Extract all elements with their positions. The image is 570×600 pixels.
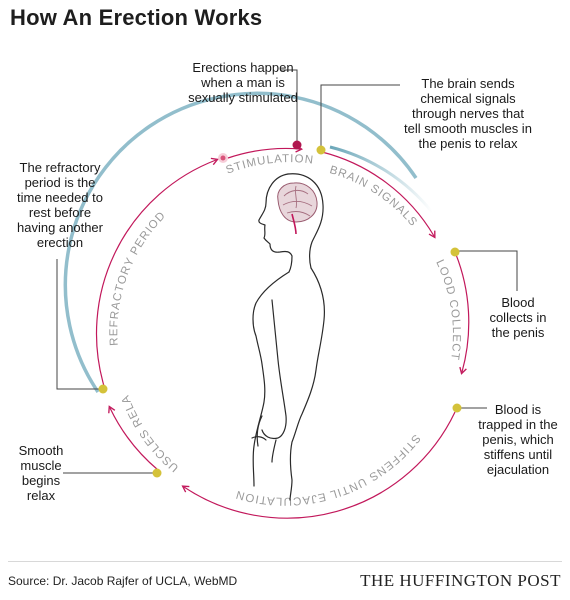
- leader-refractory: [56, 259, 103, 390]
- marker-muscles-relax: [152, 468, 162, 478]
- brain-illustration: [277, 182, 318, 235]
- arrow-stiffens-segment: [181, 411, 456, 519]
- arrow-refractory-segment: [95, 157, 219, 387]
- marker-brain-signals: [316, 145, 326, 155]
- annotation-muscles-relax: Smooth muscle begins relax: [18, 443, 64, 503]
- spark-icon: [218, 153, 228, 163]
- arrow-blood-collects-segment: [454, 251, 470, 375]
- phase-label-stiffens: STIFFENS UNTIL EJACULATION: [234, 432, 421, 507]
- marker-stiffens: [452, 403, 462, 413]
- footer-divider: [8, 561, 562, 562]
- annotation-stimulation: Erections happen when a man is sexually …: [188, 60, 298, 105]
- leader-blood-collects: [456, 250, 518, 291]
- phase-label-refractory: REFRACTORY PERIOD: [108, 209, 167, 346]
- leader-lines: [56, 69, 518, 474]
- phase-label-stimulation: STIMULATION: [224, 153, 313, 177]
- annotation-blood-collects: Blood collects in the penis: [489, 295, 547, 340]
- page-title: How An Erection Works: [10, 5, 263, 30]
- svg-text:REFRACTORY PERIOD: REFRACTORY PERIOD: [108, 209, 168, 346]
- publisher-logo: THE HUFFINGTON POST: [360, 571, 561, 590]
- annotation-stiffens: Blood is trapped in the penis, which sti…: [478, 402, 558, 477]
- svg-text:STIMULATION: STIMULATION: [224, 153, 314, 177]
- leader-brain-signals: [320, 84, 400, 148]
- marker-stimulation: [292, 140, 302, 150]
- teal-arc-fade: [329, 145, 434, 213]
- arrow-muscles-relax-segment: [108, 405, 159, 471]
- svg-text:STIFFENS UNTIL EJACULATION: STIFFENS UNTIL EJACULATION: [234, 432, 422, 507]
- arrow-brain-signals-segment: [321, 151, 436, 239]
- teal-arc: [63, 91, 418, 393]
- marker-refractory: [98, 384, 108, 394]
- annotation-brain-signals: The brain sends chemical signals through…: [404, 76, 532, 151]
- source-credit: Source: Dr. Jacob Rajfer of UCLA, WebMD: [8, 574, 238, 588]
- annotation-refractory: The refractory period is the time needed…: [16, 160, 103, 250]
- marker-blood-collects: [450, 247, 460, 257]
- male-figure-illustration: [251, 173, 325, 501]
- leader-stimulation: [280, 69, 298, 142]
